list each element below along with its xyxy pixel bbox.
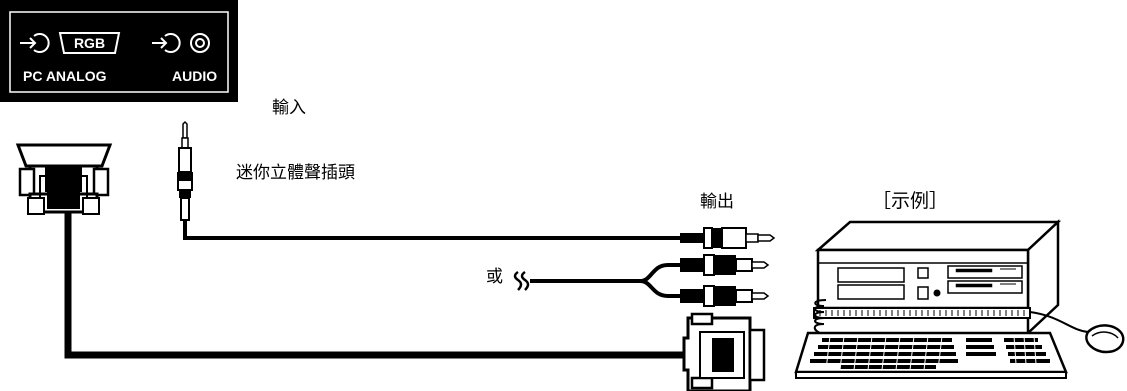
rgb-connector-left: [15, 143, 113, 215]
input-arrow-icon: [152, 33, 181, 53]
audio-cable: [183, 220, 680, 240]
computer-illustration: [794, 219, 1125, 379]
output-label: 輸出: [700, 192, 734, 212]
mouse-cable: [1029, 311, 1089, 333]
mouse: [1085, 324, 1125, 354]
keyboard-cable: [813, 299, 827, 335]
rca-cable: [530, 263, 680, 298]
cable-break-icon: [513, 270, 530, 291]
input-label: 輸入: [272, 98, 306, 118]
rgb-port-outline: [58, 32, 121, 54]
terminal-panel: RGB PC ANALOG AUDIO: [0, 0, 238, 102]
mini-stereo-plug-vertical: [177, 120, 193, 221]
rgb-cable: [64, 212, 692, 359]
keyboard-keys: [810, 338, 1050, 369]
mini-stereo-plug-horizontal: [680, 227, 776, 249]
keyboard-key-grid: [825, 335, 1037, 371]
rca-plug-lower: [680, 285, 770, 307]
example-label: ［示例］: [872, 190, 948, 212]
pc-analog-label: PC ANALOG: [23, 68, 107, 84]
vent-pattern: [819, 310, 1025, 316]
input-arrow-icon: [20, 33, 50, 53]
mini-plug-label: 迷你立體聲插頭: [236, 163, 355, 183]
rgb-connector-right: [682, 312, 766, 391]
panel-inner-frame: [9, 11, 229, 93]
rgb-label: RGB: [74, 35, 105, 51]
or-label: 或: [486, 267, 503, 287]
audio-jack-icon: [190, 33, 210, 53]
rca-plug-upper: [680, 254, 770, 276]
audio-label: AUDIO: [172, 68, 217, 84]
